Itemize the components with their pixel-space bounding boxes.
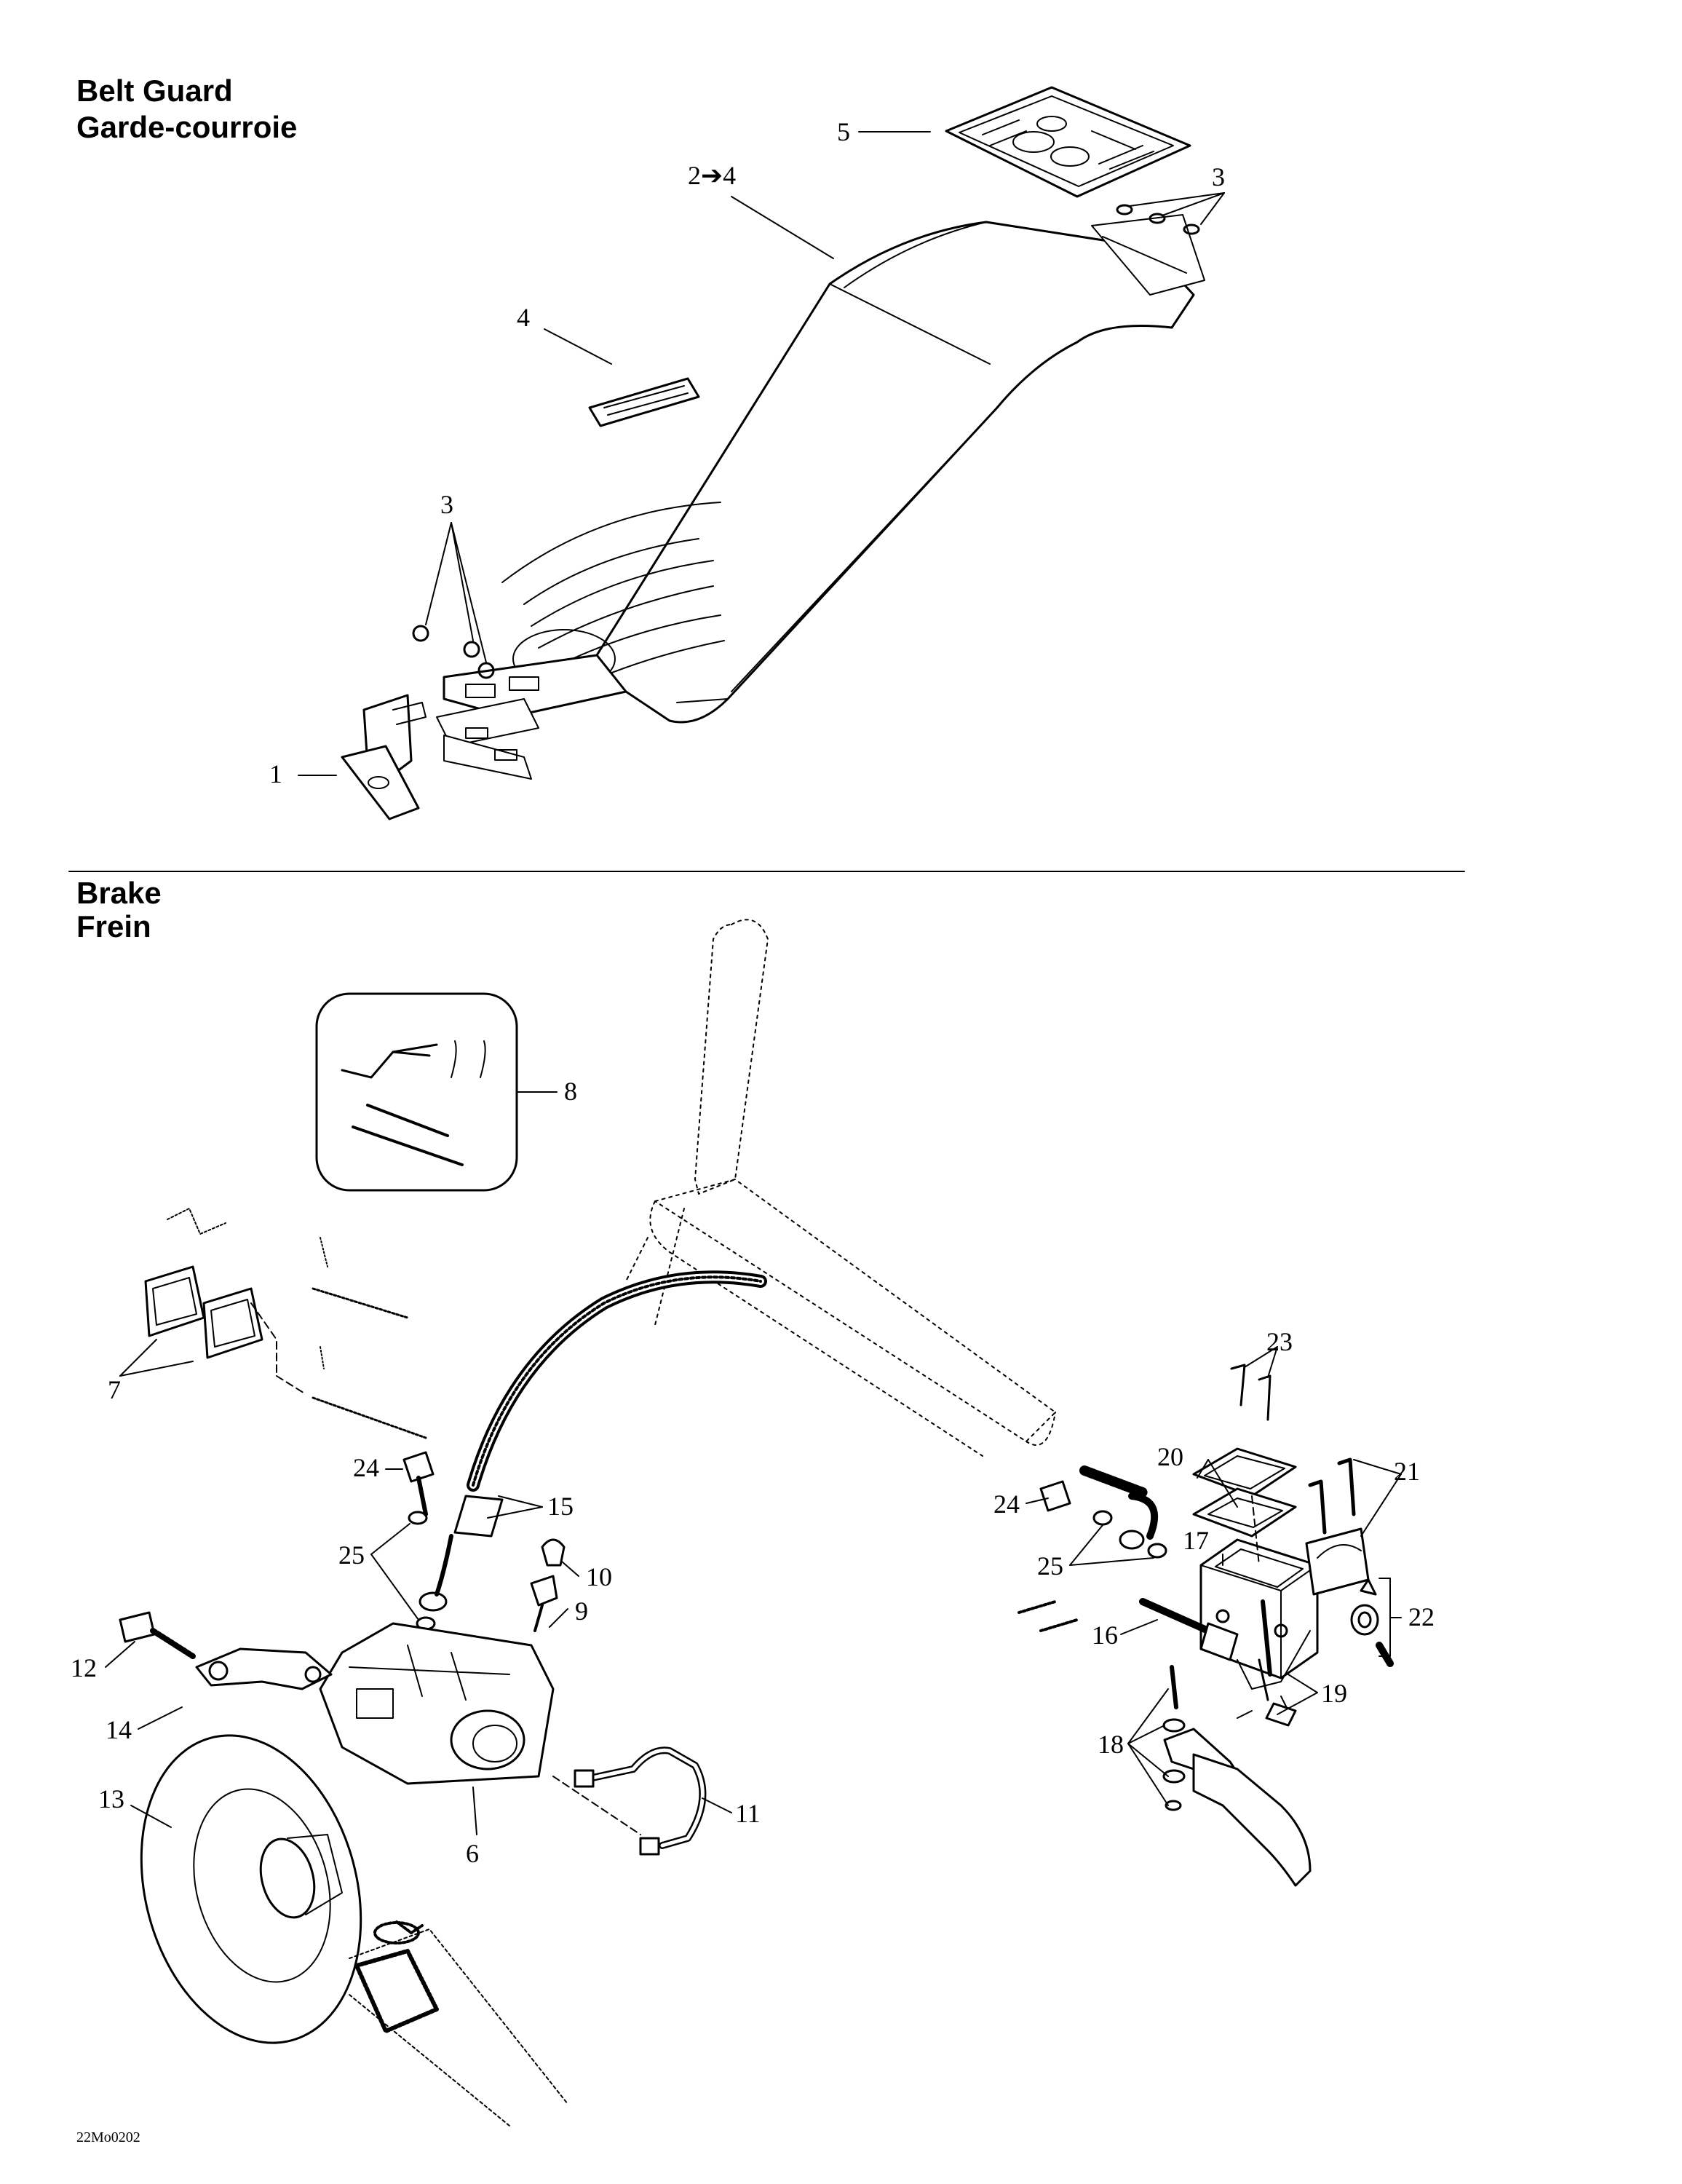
bolt-part-12	[119, 1611, 196, 1659]
callout-14: 14	[106, 1715, 132, 1744]
callout-21: 21	[1394, 1457, 1420, 1486]
bracket-part-14	[195, 1647, 333, 1690]
drive-shaft	[349, 1920, 568, 2126]
washer-part-25-d	[1147, 1543, 1167, 1559]
callout-3-top: 3	[1212, 162, 1225, 191]
callout-17: 17	[1183, 1526, 1209, 1555]
callout-4: 4	[517, 303, 530, 332]
piston-part-16	[1139, 1598, 1239, 1661]
callout-16: 16	[1092, 1621, 1118, 1650]
decal-part-5	[945, 86, 1191, 198]
callout-7: 7	[108, 1375, 121, 1404]
bolt-part-24-left	[402, 1451, 435, 1516]
hardware-kit-part-8	[315, 992, 518, 1192]
callout-10: 10	[586, 1562, 612, 1591]
fasteners-part-3-left	[412, 625, 495, 679]
bracket-part-1	[341, 694, 427, 820]
washer-part-25-a	[408, 1511, 428, 1525]
callout-11: 11	[735, 1799, 761, 1828]
callout-18: 18	[1098, 1730, 1124, 1759]
drawing-code: 22Mo0202	[76, 2129, 140, 2145]
reservoir-cover-part-20	[1192, 1447, 1297, 1566]
fasteners-part-3-top	[1116, 204, 1200, 235]
callout-6: 6	[466, 1839, 479, 1868]
callout-24-left: 24	[353, 1453, 379, 1482]
brake-title-en: Brake	[76, 876, 162, 910]
clamp-part-21	[1305, 1457, 1370, 1596]
master-cylinder-part-17	[1199, 1538, 1319, 1690]
callout-13: 13	[98, 1784, 124, 1813]
brake-line-part-11	[552, 1746, 707, 1856]
callout-22: 22	[1408, 1602, 1435, 1631]
washer-part-25-c	[1092, 1510, 1113, 1526]
handlebar	[625, 919, 1056, 1457]
belt-guard-drawing	[298, 86, 1225, 820]
callout-25-right: 25	[1037, 1551, 1063, 1580]
callout-8: 8	[564, 1077, 577, 1106]
brake-pads-part-7	[144, 1208, 427, 1439]
callout-23: 23	[1266, 1327, 1293, 1356]
switch-part-22	[1350, 1578, 1394, 1667]
callout-3-left: 3	[440, 490, 453, 519]
callout-2-to-4: 2➔4	[688, 161, 737, 190]
caliper-part-6	[319, 1622, 555, 1785]
callout-25-left: 25	[338, 1540, 365, 1570]
callout-15: 15	[547, 1492, 574, 1521]
brake-lever-part-18	[1162, 1658, 1312, 1887]
brake-hose-part-15	[435, 1270, 767, 1597]
spring-part	[1017, 1600, 1057, 1614]
callout-19: 19	[1321, 1679, 1347, 1708]
label-part-4	[588, 377, 700, 427]
belt-guard-title-fr: Garde-courroie	[76, 110, 298, 144]
belt-guard-title-en: Belt Guard	[76, 74, 233, 108]
callout-1: 1	[269, 759, 282, 788]
banjo-fitting	[418, 1591, 448, 1612]
banjo-fitting-right	[1119, 1530, 1145, 1550]
belt-guard-body-part-2	[436, 214, 1205, 780]
callout-20: 20	[1157, 1442, 1183, 1471]
banjo-bolt-part-24-right	[1039, 1465, 1159, 1540]
brake-drawing	[105, 919, 1402, 2126]
brake-disc-part-13	[140, 1734, 362, 2044]
callout-9: 9	[575, 1597, 588, 1626]
screws-part-23	[1230, 1364, 1272, 1421]
bleeder-part-9	[530, 1575, 558, 1632]
spring-part-2	[1039, 1618, 1079, 1632]
bleeder-cap-part-10	[541, 1538, 566, 1567]
pivot-part-19	[1261, 1599, 1297, 1727]
callout-5: 5	[837, 117, 850, 146]
brake-title-fr: Frein	[76, 909, 151, 943]
callout-24-right: 24	[993, 1489, 1020, 1519]
callout-12: 12	[71, 1653, 97, 1682]
